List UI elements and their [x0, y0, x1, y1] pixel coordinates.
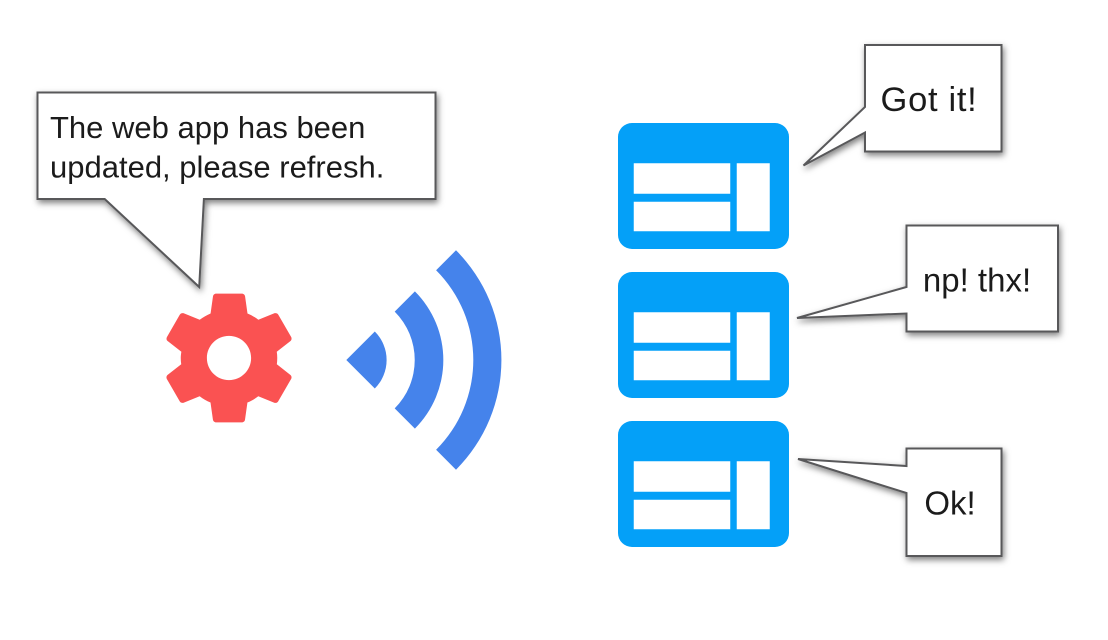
svg-text:Ok!: Ok! — [924, 485, 975, 522]
svg-text:The web app has been: The web app has been — [50, 110, 365, 145]
svg-text:updated, please refresh.: updated, please refresh. — [50, 150, 384, 185]
svg-text:np! thx!: np! thx! — [923, 262, 1031, 299]
svg-text:Got it!: Got it! — [881, 81, 978, 119]
